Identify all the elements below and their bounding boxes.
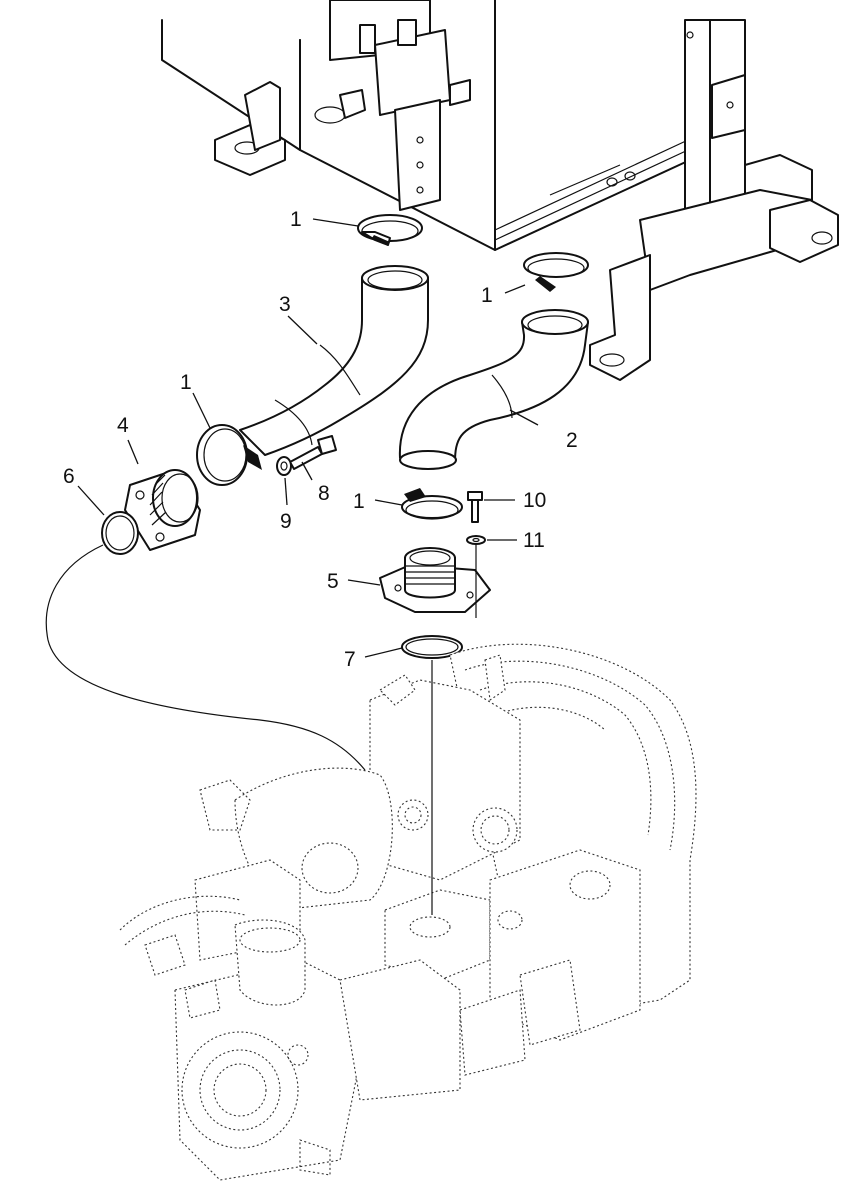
callout-1: 1: [353, 490, 365, 513]
callout-10: 10: [523, 489, 546, 512]
hose-clamp: [523, 252, 589, 292]
hydraulic-tank-frame: [161, 0, 839, 381]
pilot-line: [45, 544, 366, 771]
hose-clamp: [357, 214, 423, 246]
o-ring-7: [401, 635, 463, 659]
callout-1: 1: [290, 208, 302, 231]
suction-hose-2: [398, 309, 589, 470]
callout-7: 7: [344, 648, 356, 671]
callout-2: 2: [566, 429, 578, 452]
suction-hose-3: [239, 265, 429, 456]
hose-clamp: [196, 424, 262, 486]
callout-1: 1: [481, 284, 493, 307]
callout-8: 8: [318, 482, 330, 505]
callout-6: 6: [63, 465, 75, 488]
callout-4: 4: [117, 414, 129, 437]
washer-11: [466, 535, 486, 545]
callout-labels: 1 1 1 1 2 3 4 5 6 7 8 9 10 11: [63, 208, 578, 671]
bolt-8: [289, 435, 337, 470]
o-ring-6: [101, 511, 139, 555]
suction-flange-5: [379, 547, 491, 613]
bolt-10: [467, 491, 483, 523]
hose-clamp: [401, 488, 463, 520]
callout-1: 1: [180, 371, 192, 394]
leader-lines: [77, 218, 539, 658]
callout-3: 3: [279, 293, 291, 316]
callout-9: 9: [280, 510, 292, 533]
callout-5: 5: [327, 570, 339, 593]
hydraulic-pump-assembly: [119, 643, 697, 1181]
callout-11: 11: [523, 529, 545, 552]
washer-9: [276, 456, 292, 476]
suction-flange-4: [124, 469, 201, 551]
